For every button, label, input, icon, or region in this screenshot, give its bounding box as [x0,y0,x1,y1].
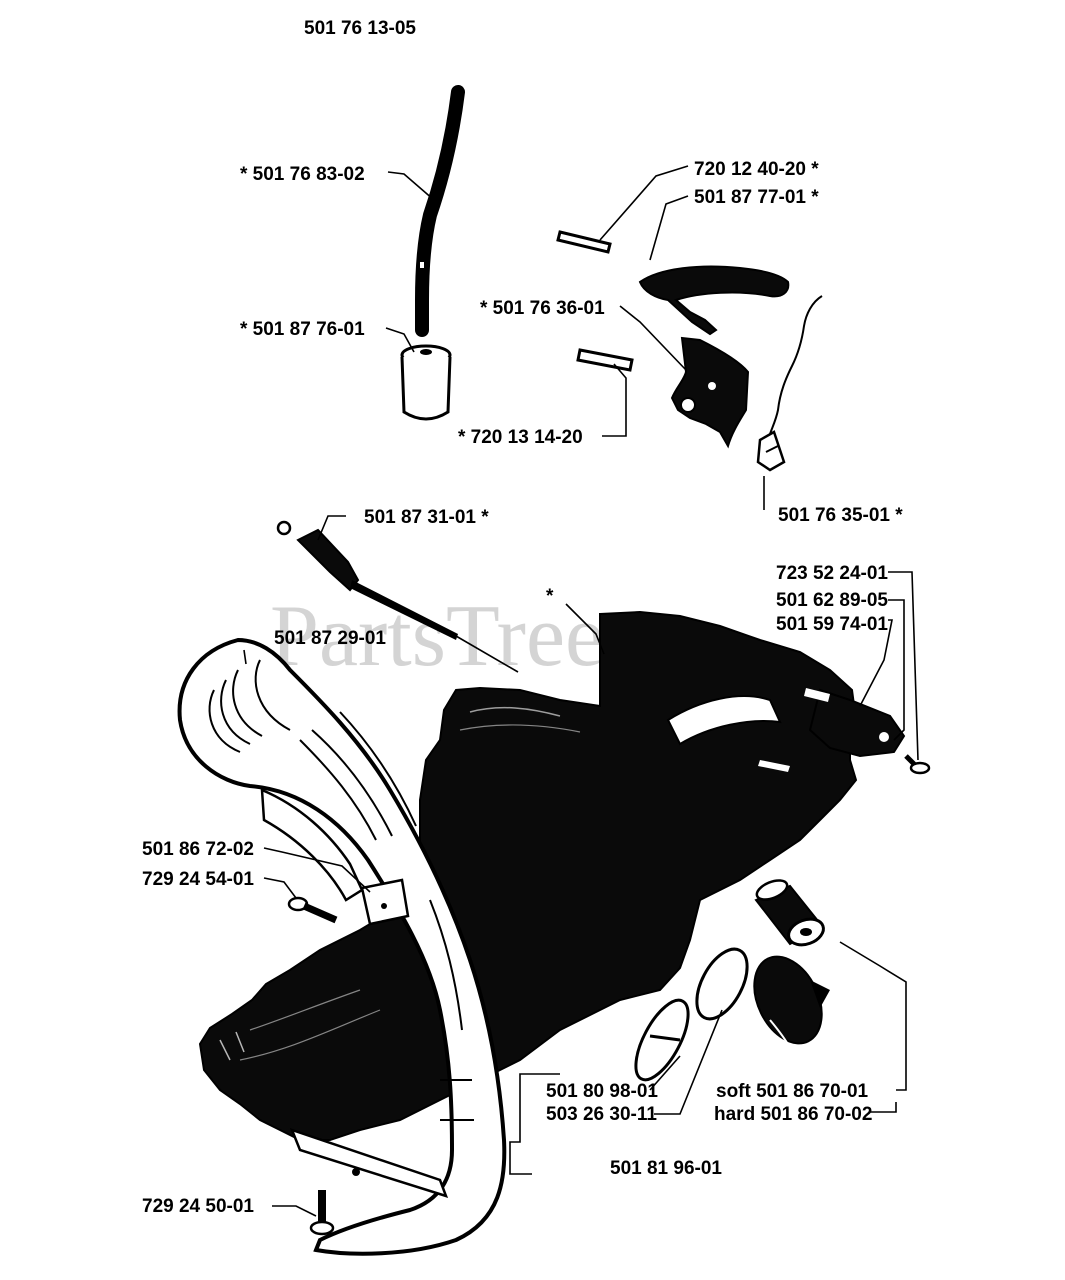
label-pin-lower: * 720 13 14-20 [458,427,583,448]
label-screw-c: 501 59 74-01 [776,614,888,635]
throttle-trigger [670,336,750,449]
bushing [754,879,825,947]
throttle-lever [638,265,790,336]
saw-body [198,610,906,1141]
label-cap-b: 503 26 30-11 [546,1104,657,1125]
fuel-filter [400,344,452,421]
label-screw-handle: 729 24 54-01 [142,869,254,890]
watermark: PartsTree [270,588,604,685]
label-screw-b: 501 62 89-05 [776,590,888,611]
label-fuel-filter: * 501 87 76-01 [240,319,365,340]
label-cap-assembly: 501 81 96-01 [610,1158,722,1179]
label-bracket: 501 86 72-02 [142,839,254,860]
label-fuel-hose: * 501 76 83-02 [240,164,365,185]
chain-adjuster [276,520,519,673]
label-bushing-hard: hard 501 86 70-02 [714,1104,872,1125]
fuel-cap-gasket [634,947,749,1082]
throttle-spring [756,295,823,472]
pin-upper [556,230,612,254]
label-screw-a: 723 52 24-01 [776,563,888,584]
label-front-handle: 501 87 29-01 [274,628,386,649]
label-pin-upper: 720 12 40-20 * [694,159,819,180]
screw-bottom [309,1190,335,1236]
leader-lines [243,165,919,1217]
screw-rear [904,754,931,775]
label-spring: 501 76 35-01 * [778,505,903,526]
label-trigger: * 501 76 36-01 [480,298,605,319]
label-bushing-soft: soft 501 86 70-01 [716,1081,869,1102]
pin-lower [576,348,634,372]
label-assembly: 501 76 13-05 [304,18,416,39]
fuel-hose-assembly [415,85,465,337]
screw-handle [287,896,338,924]
label-adjuster: 501 87 31-01 * [364,507,489,528]
front-handle [177,637,507,1256]
label-cap-a: 501 80 98-01 [546,1081,658,1102]
label-throttle-lever: 501 87 77-01 * [694,187,819,208]
part-labels: 501 76 13-05 * 501 76 83-02 * 501 87 76-… [142,18,903,1217]
oil-cap [753,955,830,1049]
label-screw-bottom: 729 24 50-01 [142,1196,254,1217]
label-body-star: * [546,586,554,607]
